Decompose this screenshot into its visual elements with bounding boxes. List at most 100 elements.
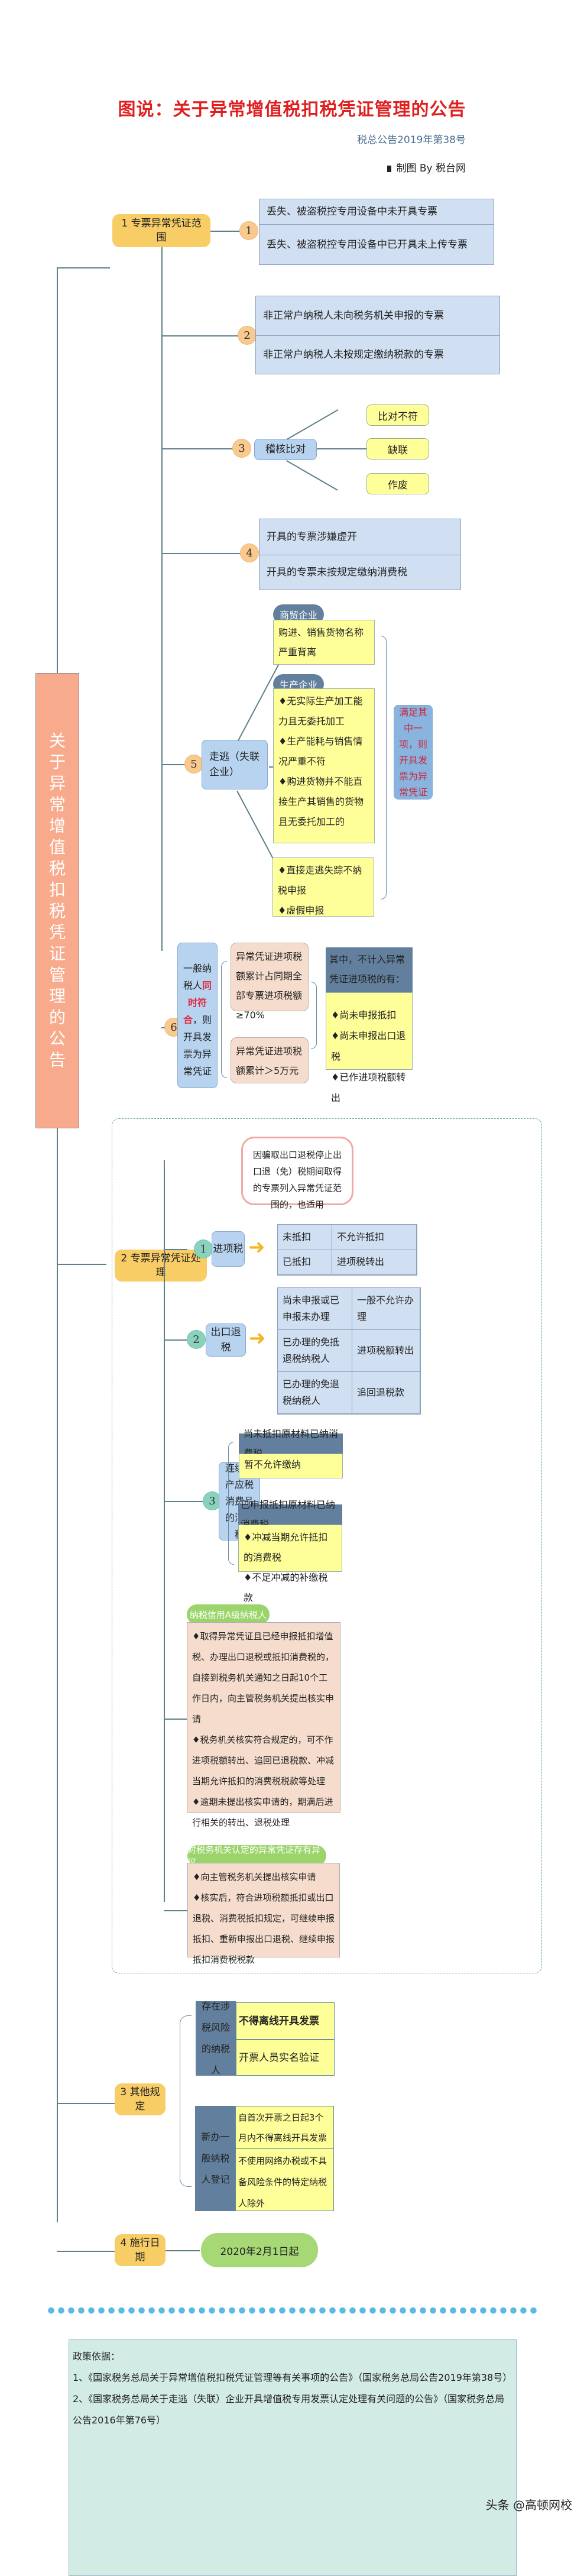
bullet-item: ♦虚假申报 [278,905,325,916]
section1-trunk [161,247,163,951]
rule-row: 不得离线开具发票 [236,2003,334,2040]
connector [161,764,191,765]
connector [286,460,338,491]
general-taxpayer-node[interactable]: 一般纳税人同时符合，则开具发票为异常凭证 [177,943,218,1088]
bullet-item: ♦向主管税务机关提出核实申请 [193,1872,316,1882]
case-body: 暂不允许缴纳 [239,1454,343,1478]
input-tax-node[interactable]: 进项税 [212,1231,245,1267]
spine-line [57,267,58,673]
spine-branch-2 [57,1264,106,1265]
connector [164,1339,187,1341]
connector [210,231,240,232]
table-cell: 进项税额转出 [352,1330,420,1372]
number-badge-4: 4 [240,543,259,562]
conclusion-box: 满足其中一项，则开具发票为异常凭证 [394,705,433,800]
policy-basis-box: 政策依据： 1、《国家税务总局关于异常增值税扣税凭证管理等有关事项的公告》（国家… [69,2339,517,2576]
left-brace [221,961,227,1078]
table-cell: 已办理的免退税纳税人 [278,1372,352,1414]
trade-condition: 购进、销售货物名称严重背离 [278,627,364,658]
exclusion-list: ♦尚未申报抵扣 ♦尚未申报出口退税 ♦已作进项税额转出 [326,992,413,1103]
table-cell: 进项税转出 [332,1250,417,1275]
bullet-item: ♦税务机关核实符合规定的，可不作进项税额转出、追回已退税款、冲减当期允许抵扣的消… [192,1734,335,1787]
number-badge-5: 5 [184,755,203,774]
audit-compare-node[interactable]: 稽核比对 [254,439,317,460]
bullet-item: ♦冲减当期允许抵扣的消费税 [244,1532,328,1563]
absconded-enterprise-node[interactable]: 走逃（失联企业） [202,740,268,789]
arrow-right-icon: ➜ [249,1326,266,1350]
case-header: 尚未抵扣原材料已纳消费税 [239,1428,343,1459]
credit: 制图 By 税台网 [387,160,466,174]
number-badge-2: 2 [238,326,257,345]
rule-row: 开票人员实名验证 [236,2040,334,2075]
production-enterprise-box: ♦无实际生产加工能力且无委托加工 ♦生产能耗与销售情况严重不符 ♦购进货物并不能… [273,688,375,843]
number-badge-3: 3 [232,439,251,458]
s1-item4-row: 开具的专票涉嫌虚开 [267,531,357,543]
bullet-item: ♦尚未申报抵扣 [331,1009,397,1021]
risk-taxpayer-rows: 不得离线开具发票 开票人员实名验证 [236,2002,335,2076]
policy-item: 2、《国家税务总局关于走逃（失联）企业开具增值税专用发票认定处理有关问题的公告》… [73,2393,505,2426]
bullet-item: ♦尚未申报出口退税 [331,1030,406,1062]
credit-text: 制图 By 税台网 [396,163,466,174]
section2-trunk [164,1160,165,1902]
section2-node[interactable]: 2 专票异常凭证处理 [115,1250,207,1281]
s1-item2-row: 非正常户纳税人未按规定缴纳税款的专票 [256,335,499,374]
spine-branch-4 [57,2251,130,2252]
connector [161,553,241,554]
policy-item: 1、《国家税务总局关于异常增值税扣税凭证管理等有关事项的公告》（国家税务总局公告… [73,2372,512,2383]
effective-date: 2020年2月1日起 [201,2233,318,2267]
connector [317,448,366,449]
risk-taxpayer-head: 存在涉税风险的纳税人 [196,2001,236,2076]
connector [161,335,238,336]
dotted-divider [46,2306,537,2315]
bullet-item: ♦已作进项税额转出 [331,1072,406,1103]
table-cell: 已抵扣 [278,1250,332,1275]
table-cell: 一般不允许办理 [352,1288,420,1330]
bullet-item: ♦取得异常凭证且已经申报抵扣增值税、办理出口退税或抵扣消费税的，自接到税务机关通… [192,1631,335,1724]
bullet-item: ♦生产能耗与销售情况严重不符 [278,736,363,767]
section4-node[interactable]: 4 施行日期 [115,2234,166,2266]
bullet-item: ♦逾期未提出核实申请的，期满后进行相关的转出、退税处理 [192,1797,333,1828]
condition-70pct: 异常凭证进项税额累计占同期全部专票进项税额≥70% [231,943,309,1021]
export-refund-node[interactable]: 出口退税 [206,1323,246,1357]
trade-enterprise-box: 购进、销售货物名称严重背离 [273,620,375,665]
left-brace [228,1442,234,1565]
s1-item1-row: 丢失、被盗税控专用设备中已开具未上传专票 [259,224,494,264]
exclusion-header: 其中，不计入异常凭证进项税的有： [326,947,413,992]
s1-item1-row: 丢失、被盗税控专用设备中未开具专票 [267,206,437,218]
section1-node[interactable]: 1 专票异常凭证范围 [112,214,210,247]
dispute-box: ♦向主管税务机关提出核实申请 ♦核实后，符合进项税额抵扣或出口退税、消费税抵扣规… [187,1863,340,1965]
doc-number: 税总公告2019年第38号 [357,134,466,146]
s1-item4-box: 开具的专票涉嫌虚开 开具的专票未按规定缴纳消费税 [259,519,461,590]
right-brace [381,636,387,899]
table-cell: 不允许抵扣 [332,1225,417,1250]
table-cell: 未抵扣 [278,1225,332,1250]
new-taxpayer-rows: 自首次开票之日起3个月内不得离线开具发票 不使用网络办税或不具备风险条件的特定纳… [235,2106,334,2211]
new-taxpayer-head: 新办一般纳税人登记 [195,2106,236,2211]
bullet-item: ♦核实后，符合进项税额抵扣或出口退税、消费税抵扣规定，可继续申报抵扣、重新申报出… [193,1892,335,1965]
outcome-mismatch: 比对不符 [366,404,429,426]
connector [164,1719,205,1720]
export-refund-table: 尚未申报或已申报未办理 一般不允许办理 已办理的免抵退税纳税人 进项税额转出 已… [277,1287,421,1415]
rule-row: 自首次开票之日起3个月内不得离线开具发票 [236,2106,333,2149]
section3-node[interactable]: 3 其他规定 [115,2083,166,2115]
bullet-item: ♦不足冲减的补缴税款 [244,1572,328,1603]
number-badge-1: 1 [194,1240,213,1258]
policy-heading: 政策依据： [73,2351,121,2362]
spine-branch-1 [57,267,110,268]
s1-item4-row: 开具的专票未按规定缴纳消费税 [259,555,460,590]
credit-a-tag: 纳税信用A级纳税人 [187,1604,270,1624]
square-bullet-icon [387,165,392,172]
s1-item2-box: 非正常户纳税人未向税务机关申报的专票 非正常户纳税人未按规定缴纳税款的专票 [255,296,500,374]
table-cell: 追回退税款 [352,1372,420,1414]
section2-group [112,1118,542,1973]
arrow-right-icon: ➜ [248,1235,265,1259]
connector [164,1910,205,1911]
connector [164,1249,187,1250]
s1-item2-row: 非正常户纳税人未向税务机关申报的专票 [263,310,444,322]
outcome-missing-copy: 缺联 [366,438,429,459]
left-brace [180,2015,192,2187]
spine-branch-3 [57,2103,130,2104]
absconded-box: ♦直接走逃失踪不纳税申报 ♦虚假申报 [272,857,374,917]
input-tax-table: 未抵扣 不允许抵扣 已抵扣 进项税转出 [277,1224,417,1276]
bullet-item: ♦直接走逃失踪不纳税申报 [278,865,362,896]
